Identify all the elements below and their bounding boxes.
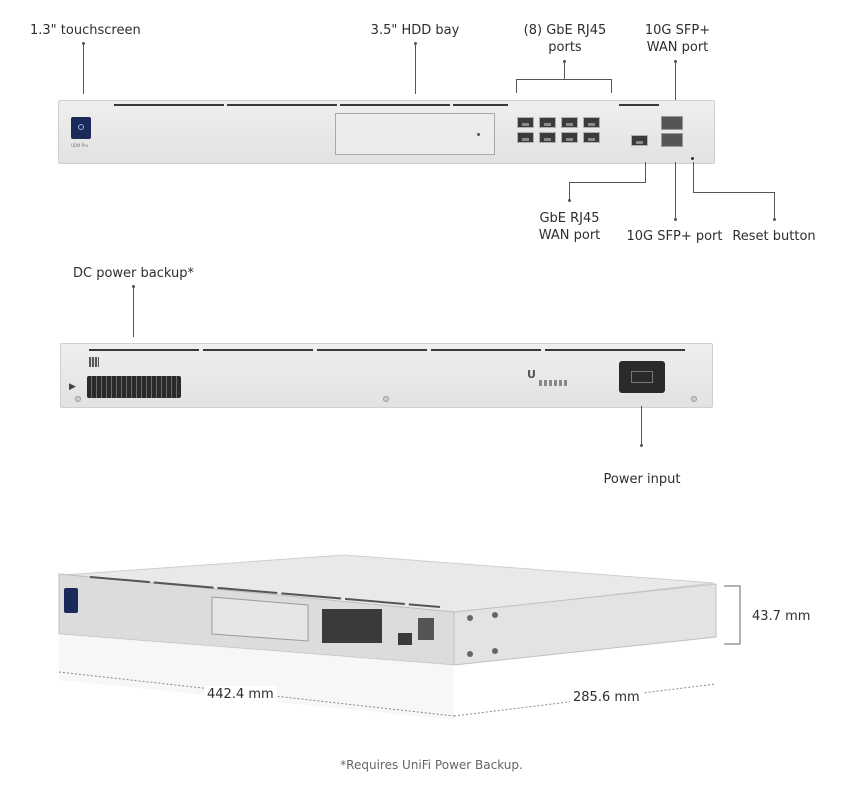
- leader-dot: [563, 60, 566, 63]
- screw: [467, 651, 473, 657]
- leader-dot: [82, 42, 85, 45]
- wan-rj45-port[interactable]: [631, 135, 648, 146]
- touchscreen[interactable]: [71, 117, 91, 139]
- perspective-sfp-ports: [418, 618, 434, 640]
- label-power-input: Power input: [603, 472, 681, 487]
- leader-power-input: [641, 406, 642, 446]
- dimension-width: 442.4 mm: [204, 686, 277, 703]
- sfp-port[interactable]: [661, 133, 683, 147]
- dimension-depth: 285.6 mm: [570, 689, 643, 706]
- label-touchscreen: 1.3" touchscreen: [30, 23, 141, 38]
- leader-sfp-wan: [675, 60, 676, 100]
- leader-dot: [674, 218, 677, 221]
- qr-code-icon: [89, 357, 99, 367]
- perspective-screen: [64, 588, 78, 613]
- screw: [691, 396, 697, 402]
- bracket-left: [516, 79, 517, 93]
- rj45-port[interactable]: [583, 132, 600, 143]
- vent: [89, 349, 199, 351]
- label-sfp-port: 10G SFP+ port: [626, 229, 723, 244]
- label-gbe-wan: GbE RJ45 WAN port: [522, 210, 617, 244]
- leader-gbe-wan: [645, 162, 646, 182]
- hdd-latch-icon: [477, 133, 480, 136]
- vent: [203, 349, 313, 351]
- rj45-port[interactable]: [539, 117, 556, 128]
- rj45-port[interactable]: [539, 132, 556, 143]
- leader-dot: [773, 218, 776, 221]
- rj45-port[interactable]: [561, 117, 578, 128]
- label-dc-power: DC power backup*: [73, 266, 195, 281]
- leader-gbe-wan-v: [569, 182, 570, 200]
- vent: [340, 104, 450, 106]
- reflection: [59, 634, 454, 720]
- label-gbe-ports-line2: ports: [548, 40, 582, 55]
- label-gbe-wan-line2: WAN port: [538, 228, 601, 243]
- label-gbe-wan-line1: GbE RJ45: [539, 211, 600, 226]
- leader-dot: [674, 60, 677, 63]
- dimension-height: 43.7 mm: [752, 609, 811, 624]
- leader-reset: [693, 162, 694, 192]
- label-sfp-wan-line1: 10G SFP+: [644, 23, 711, 38]
- vent: [431, 349, 541, 351]
- label-sfp-wan: 10G SFP+ WAN port: [630, 22, 725, 56]
- rj45-port[interactable]: [583, 117, 600, 128]
- leader-gbe-wan-h: [569, 182, 646, 183]
- rear-chassis: ▶ U: [60, 343, 713, 408]
- vent: [317, 349, 427, 351]
- leader-sfp: [675, 162, 676, 220]
- screw: [75, 396, 81, 402]
- perspective-hdd-bay: [211, 596, 309, 642]
- label-sfp-wan-line2: WAN port: [646, 40, 709, 55]
- certification-marks-icon: [539, 380, 569, 386]
- vent: [453, 104, 508, 106]
- iec-socket-icon: [631, 371, 653, 383]
- reset-button[interactable]: [691, 157, 694, 160]
- label-gbe-ports-line1: (8) GbE RJ45: [523, 23, 607, 38]
- bracket-gbe-ports: [516, 79, 612, 80]
- perspective-ports: [322, 609, 382, 643]
- vent: [114, 104, 224, 106]
- arrow-right-icon: ▶: [69, 382, 76, 392]
- leader-reset-h: [693, 192, 774, 193]
- label-gbe-ports: (8) GbE RJ45 ports: [505, 22, 625, 56]
- leader-dot: [414, 42, 417, 45]
- leader-dot: [132, 285, 135, 288]
- bracket-right: [611, 79, 612, 93]
- vent: [545, 349, 685, 351]
- footnote: *Requires UniFi Power Backup.: [340, 758, 523, 772]
- height-dimension-line: [724, 585, 741, 645]
- side-panel: [453, 583, 717, 666]
- hdd-bay[interactable]: [335, 113, 495, 155]
- front-chassis: UDM Pro: [58, 100, 715, 164]
- label-reset: Reset button: [732, 229, 816, 244]
- leader-gbe-ports: [564, 60, 565, 80]
- vent: [619, 104, 659, 106]
- vent-line: [89, 576, 441, 608]
- screw: [492, 612, 498, 618]
- leader-reset-v: [774, 192, 775, 220]
- leader-dot: [568, 199, 571, 202]
- rj45-port[interactable]: [561, 132, 578, 143]
- screw: [492, 648, 498, 654]
- screw: [383, 396, 389, 402]
- vent: [227, 104, 337, 106]
- leader-dot: [640, 444, 643, 447]
- perspective-wan-port: [398, 633, 412, 645]
- screen-model-text: UDM Pro: [71, 143, 89, 148]
- leader-touchscreen: [83, 42, 84, 94]
- power-input[interactable]: [619, 361, 665, 393]
- screen-logo-icon: [78, 124, 84, 130]
- leader-hdd-bay: [415, 42, 416, 94]
- sfp-wan-port[interactable]: [661, 116, 683, 130]
- rj45-port[interactable]: [517, 117, 534, 128]
- rj45-port[interactable]: [517, 132, 534, 143]
- screw: [467, 615, 473, 621]
- ubiquiti-logo-icon: U: [527, 368, 536, 381]
- dc-power-connector[interactable]: [87, 376, 181, 398]
- label-hdd-bay: 3.5" HDD bay: [370, 23, 460, 38]
- leader-dc-power: [133, 285, 134, 337]
